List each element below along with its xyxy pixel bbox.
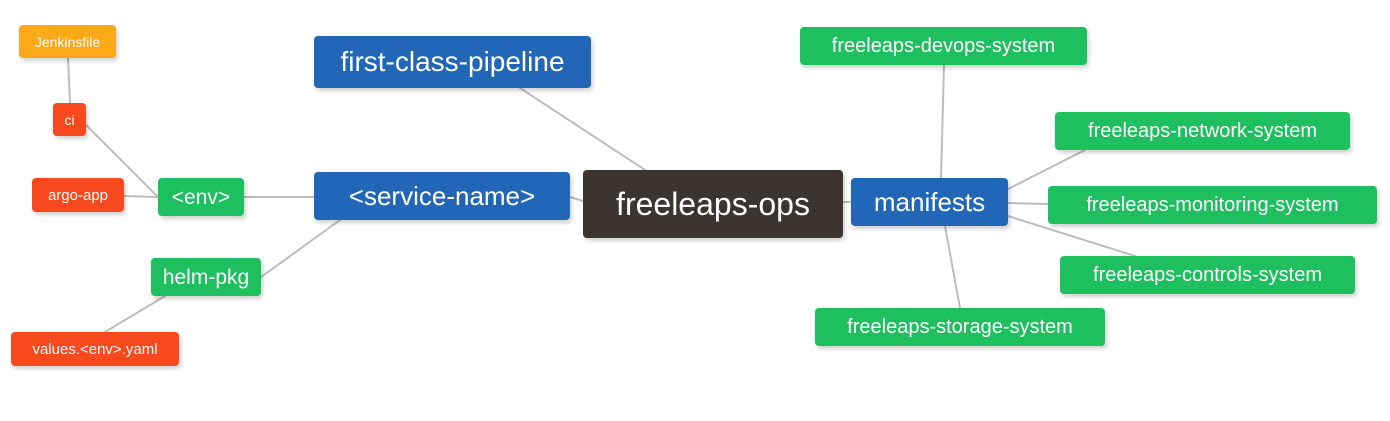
node-jenkinsfile[interactable]: Jenkinsfile [19, 25, 116, 58]
node-label-freeleaps-network-system: freeleaps-network-system [1088, 120, 1317, 142]
node-label-jenkinsfile: Jenkinsfile [34, 33, 101, 50]
edge-service-name-to-helm-pkg [260, 219, 341, 278]
node-label-freeleaps-devops-system: freeleaps-devops-system [831, 35, 1056, 57]
node-label-argo-app: argo-app [47, 186, 109, 204]
node-label-service-name: <service-name> [348, 181, 536, 211]
node-label-first-class-pipeline: first-class-pipeline [340, 46, 565, 77]
node-freeleaps-monitoring-system[interactable]: freeleaps-monitoring-system [1048, 186, 1377, 224]
node-freeleaps-ops[interactable]: freeleaps-ops [583, 170, 843, 238]
edge-manifests-to-freeleaps-monitoring-system [1007, 202, 1049, 205]
node-freeleaps-devops-system[interactable]: freeleaps-devops-system [800, 27, 1087, 65]
node-label-freeleaps-monitoring-system: freeleaps-monitoring-system [1086, 194, 1339, 216]
edge-service-name-to-freeleaps-ops [569, 196, 584, 202]
node-label-ci: ci [64, 111, 75, 128]
edge-helm-pkg-to-values-env-yaml [104, 295, 166, 333]
node-manifests[interactable]: manifests [851, 178, 1008, 226]
edge-argo-app-to-env [123, 195, 159, 198]
node-argo-app[interactable]: argo-app [32, 178, 124, 212]
edge-manifests-to-freeleaps-network-system [1007, 149, 1086, 190]
node-env[interactable]: <env> [158, 178, 244, 216]
node-service-name[interactable]: <service-name> [314, 172, 570, 220]
node-label-values-env-yaml: values.<env>.yaml [32, 340, 158, 358]
node-helm-pkg[interactable]: helm-pkg [151, 258, 261, 296]
node-label-freeleaps-storage-system: freeleaps-storage-system [847, 316, 1073, 338]
node-values-env-yaml[interactable]: values.<env>.yaml [11, 332, 179, 366]
edge-manifests-to-freeleaps-devops-system [940, 64, 945, 179]
node-label-manifests: manifests [873, 187, 986, 217]
node-label-freeleaps-ops: freeleaps-ops [616, 186, 810, 222]
node-label-freeleaps-controls-system: freeleaps-controls-system [1093, 264, 1322, 286]
node-label-env: <env> [171, 185, 231, 209]
node-label-helm-pkg: helm-pkg [162, 265, 250, 289]
node-freeleaps-storage-system[interactable]: freeleaps-storage-system [815, 308, 1105, 346]
node-freeleaps-network-system[interactable]: freeleaps-network-system [1055, 112, 1350, 150]
node-ci[interactable]: ci [53, 103, 86, 136]
node-freeleaps-controls-system[interactable]: freeleaps-controls-system [1060, 256, 1355, 294]
node-first-class-pipeline[interactable]: first-class-pipeline [314, 36, 591, 88]
edge-manifests-to-freeleaps-storage-system [944, 225, 961, 309]
edge-first-class-pipeline-to-freeleaps-ops [519, 87, 646, 171]
edge-jenkinsfile-to-ci [67, 57, 71, 104]
